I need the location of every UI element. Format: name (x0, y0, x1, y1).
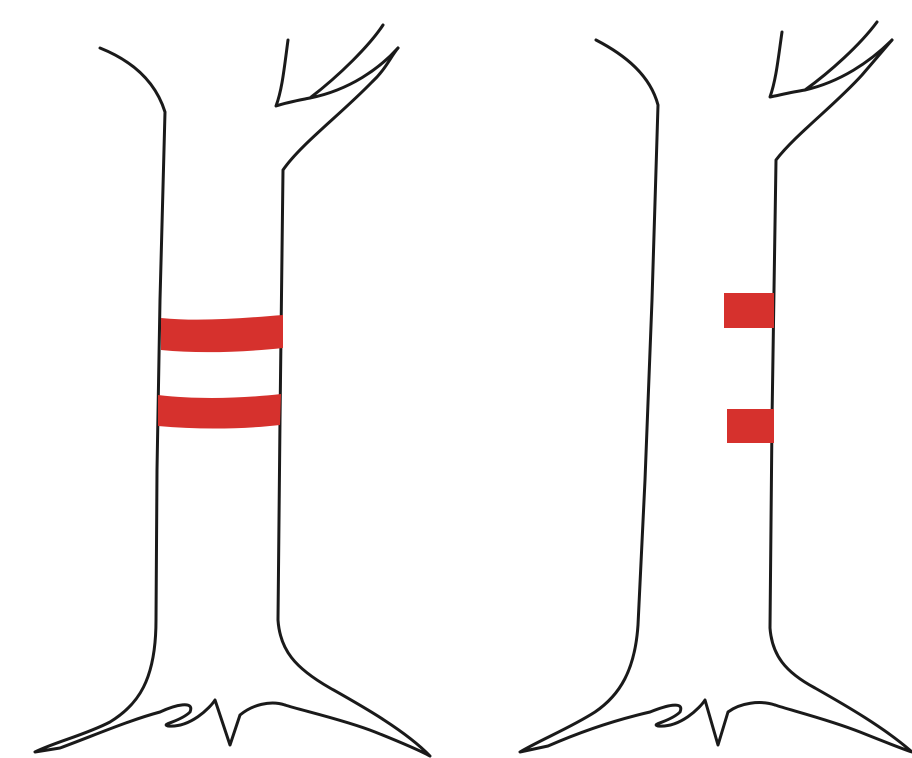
tree-left-trunk-right-edge (278, 48, 430, 756)
tree-right (520, 22, 912, 752)
tree-right-trunk-right-edge (770, 40, 912, 752)
tree-left-branch (276, 25, 398, 106)
tree-left-band-lower (158, 394, 281, 429)
tree-right-trunk-left-edge (520, 40, 775, 752)
tree-left (35, 25, 430, 756)
tree-right-patch-upper (724, 293, 774, 328)
tree-left-band-upper (161, 315, 283, 352)
tree-right-patch-lower (727, 409, 774, 443)
